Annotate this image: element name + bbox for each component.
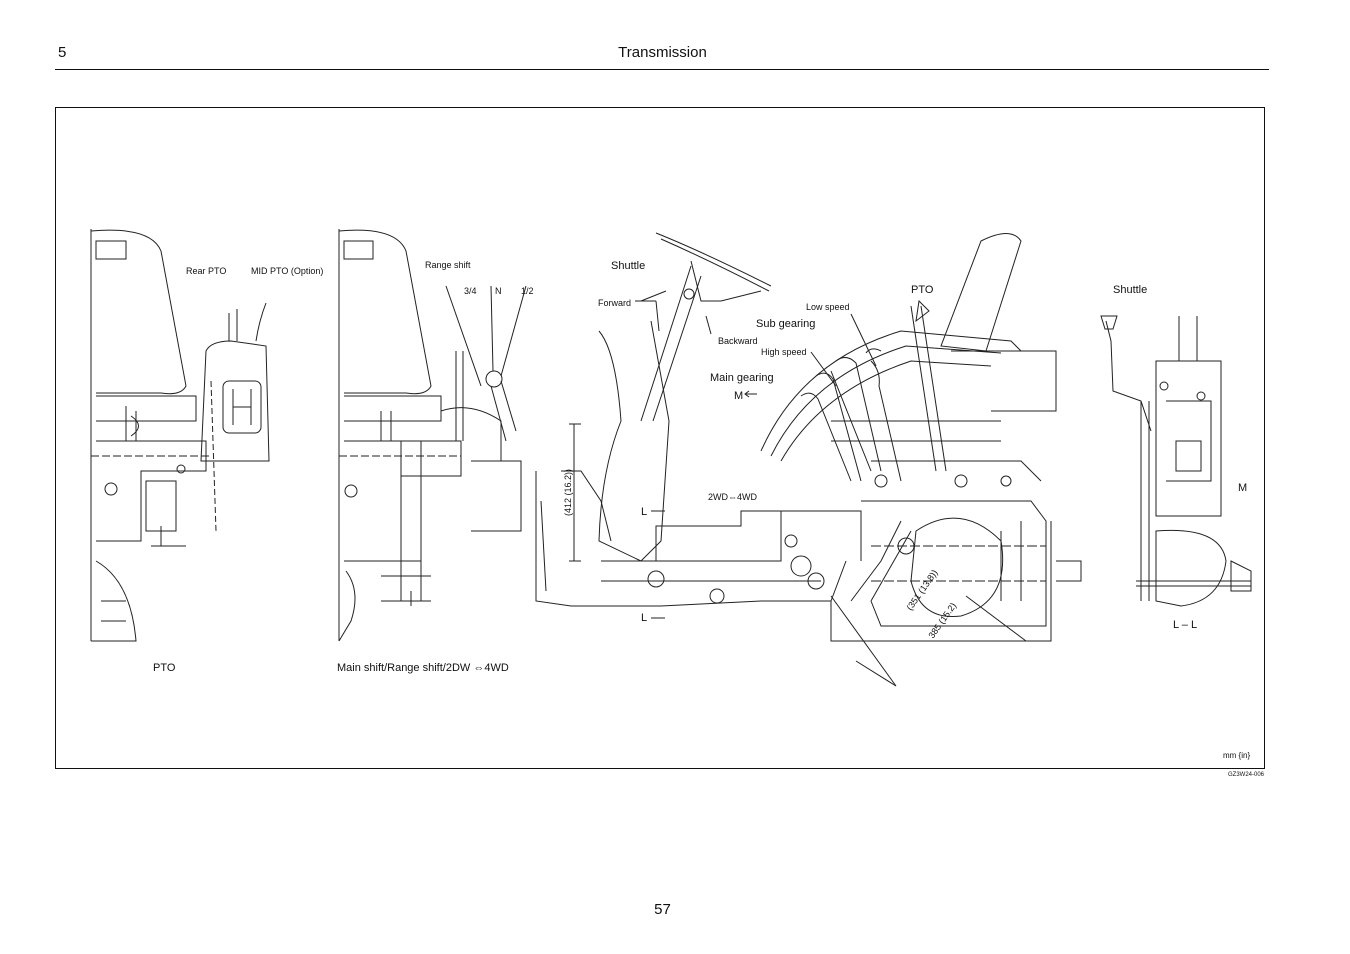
label-m-arrow: M (734, 390, 743, 402)
chapter-number: 5 (58, 44, 67, 61)
left-panel-drawing (90, 229, 270, 642)
unit-note: mm {in} (1223, 751, 1250, 760)
label-pto-main: PTO (911, 284, 934, 296)
label-l-bottom: L (641, 612, 647, 624)
dim-385: 385 (15.2) (926, 601, 958, 640)
label-n: N (495, 286, 502, 296)
dim-351: (351 (13.8)) (904, 568, 939, 612)
label-m-right: M (1238, 482, 1247, 494)
caption-pto: PTO (153, 662, 176, 674)
label-sub-gearing: Sub gearing (756, 318, 815, 330)
main-panel-drawing (535, 232, 1082, 687)
middle-panel-drawing (338, 229, 527, 642)
page-number: 57 (654, 901, 671, 918)
figure-frame: Rear PTO MID PTO (Option) PTO Range shif… (55, 107, 1265, 769)
label-rear-pto: Rear PTO (186, 266, 226, 276)
caption-l-l: L – L (1173, 619, 1197, 631)
label-l-top: L (641, 506, 647, 518)
caption-main-shift: Main shift/Range shift/2DW ⇔4WD (337, 662, 509, 674)
right-panel-drawing (1100, 315, 1252, 607)
label-range-shift: Range shift (425, 260, 471, 270)
label-backward: Backward (718, 336, 758, 346)
figure-code: GZ3W24-006 (1228, 772, 1265, 778)
label-low-speed: Low speed (806, 302, 850, 312)
label-1-2: 1/2 (521, 286, 534, 296)
label-forward: Forward (598, 298, 631, 308)
transmission-linkage-drawing: Rear PTO MID PTO (Option) PTO Range shif… (90, 229, 1252, 760)
header-rule (55, 69, 1269, 70)
label-mid-pto: MID PTO (Option) (251, 266, 323, 276)
label-main-gearing: Main gearing (710, 372, 774, 384)
label-3-4: 3/4 (464, 286, 477, 296)
label-2wd-4wd: 2WD⇔4WD (708, 492, 757, 502)
label-shuttle-main: Shuttle (611, 260, 645, 272)
dim-412: (412 (16.2)) (563, 469, 573, 516)
page-title: Transmission (618, 44, 707, 61)
label-high-speed: High speed (761, 347, 807, 357)
label-shuttle-right: Shuttle (1113, 284, 1147, 296)
